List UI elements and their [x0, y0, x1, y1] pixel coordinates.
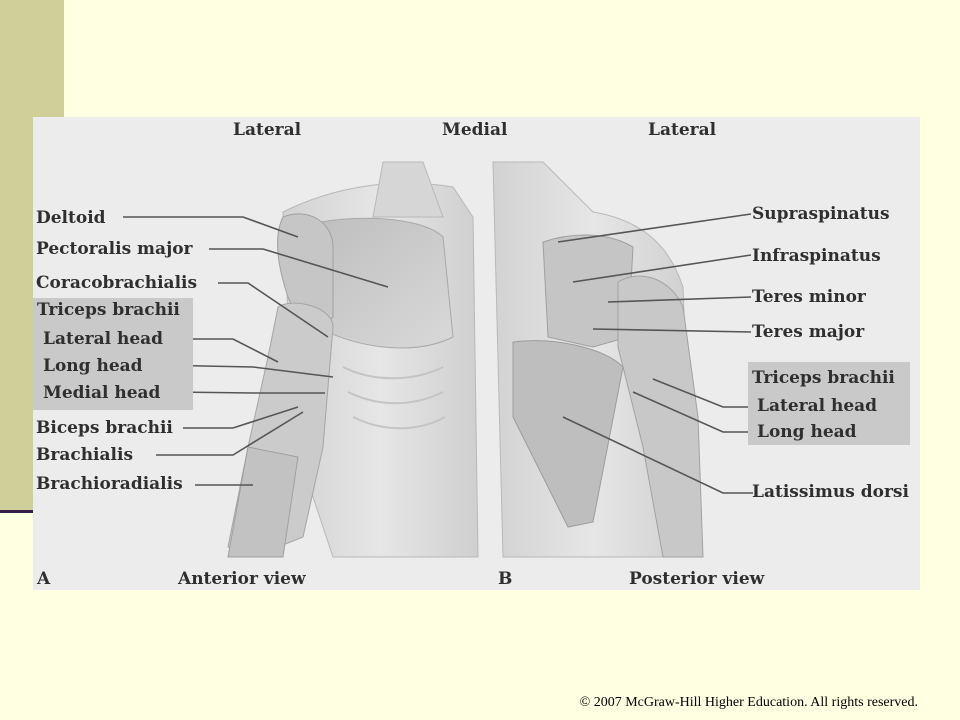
side-decor-rule — [0, 510, 34, 513]
label-brachialis: Brachialis — [36, 445, 134, 465]
copyright-notice: © 2007 McGraw-Hill Higher Education. All… — [579, 695, 918, 710]
label-biceps-brachii: Biceps brachii — [36, 418, 173, 438]
anterior-ribs — [342, 366, 446, 430]
header-lateral-right: Lateral — [648, 120, 717, 140]
label-anterior-lateral-head: Lateral head — [43, 329, 164, 349]
label-anterior-triceps-brachii: Triceps brachii — [37, 300, 180, 320]
header-medial: Medial — [442, 120, 508, 140]
label-posterior-long-head: Long head — [757, 422, 857, 442]
label-brachioradialis: Brachioradialis — [36, 474, 183, 494]
label-coracobrachialis: Coracobrachialis — [36, 273, 198, 293]
label-teres-minor: Teres minor — [752, 287, 866, 307]
posterior-leader-lines — [557, 213, 753, 494]
label-anterior-long-head: Long head — [43, 356, 143, 376]
panel-letter-a: A — [37, 569, 51, 589]
caption-posterior-view: Posterior view — [629, 569, 765, 589]
label-latissimus-dorsi: Latissimus dorsi — [752, 482, 909, 502]
header-lateral-left: Lateral — [233, 120, 302, 140]
scapula-shape — [542, 234, 634, 348]
label-supraspinatus: Supraspinatus — [752, 204, 890, 224]
label-infraspinatus: Infraspinatus — [752, 246, 881, 266]
label-pectoralis-major: Pectoralis major — [36, 239, 193, 259]
label-deltoid: Deltoid — [36, 208, 106, 228]
posterior-triceps-group — [748, 362, 910, 445]
caption-anterior-view: Anterior view — [178, 569, 306, 589]
label-posterior-lateral-head: Lateral head — [757, 396, 878, 416]
anterior-leader-lines — [123, 216, 389, 486]
label-teres-major: Teres major — [752, 322, 865, 342]
anatomy-illustration — [123, 161, 753, 558]
anterior-forearm — [227, 446, 299, 558]
anatomy-figure: Lateral Medial Lateral Deltoid Pectorali… — [33, 117, 920, 590]
label-anterior-medial-head: Medial head — [43, 383, 161, 403]
posterior-arm — [617, 275, 704, 558]
anterior-triceps-group — [33, 298, 193, 410]
label-posterior-triceps-brachii: Triceps brachii — [752, 368, 895, 388]
latissimus-dorsi-shape — [512, 340, 624, 528]
panel-letter-b: B — [498, 569, 513, 589]
anterior-neck — [372, 161, 444, 218]
